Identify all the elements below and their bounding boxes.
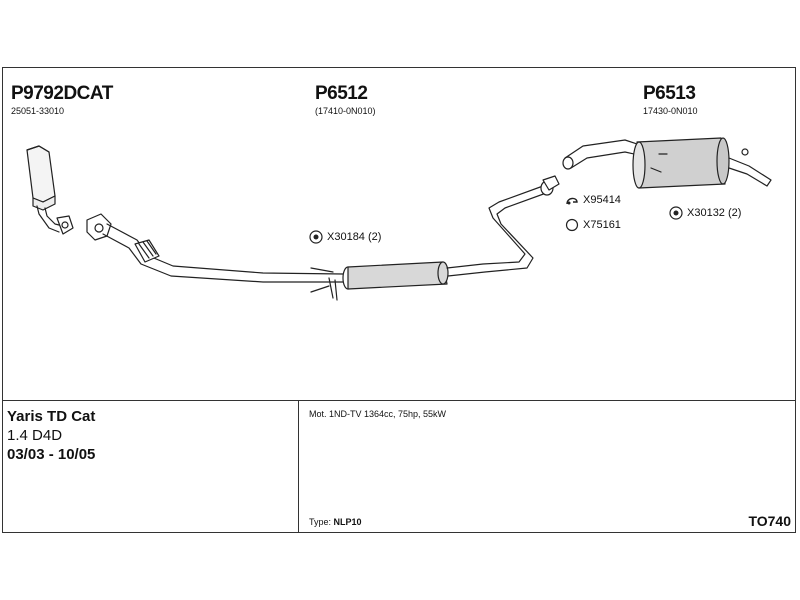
part-catalytic-converter: P9792DCAT 25051-33010 (11, 83, 113, 117)
catalytic-converter-part (26, 145, 74, 235)
part-centre-silencer: P6512 (17410-0N010) (315, 83, 376, 117)
vehicle-info: Yaris TD Cat 1.4 D4D 03/03 - 10/05 (3, 401, 299, 533)
hardware-x75161: X75161 (565, 218, 621, 232)
type-label: Type: (309, 517, 332, 527)
rubber-mount-icon (669, 206, 683, 220)
exhaust-system-drawing (26, 137, 772, 301)
rubber-mount-icon (309, 230, 323, 244)
centre-silencer-part (310, 175, 560, 301)
vehicle-details: Mot. 1ND-TV 1364cc, 75hp, 55kW Type: NLP… (299, 401, 795, 533)
hardware-label: X30132 (2) (687, 206, 742, 219)
motor-spec: Mot. 1ND-TV 1364cc, 75hp, 55kW (309, 409, 447, 419)
part-rear-silencer: P6513 17430-0N010 (643, 83, 698, 117)
front-pipe-part (86, 213, 344, 283)
vehicle-years: 03/03 - 10/05 (7, 446, 96, 463)
hardware-x30184: X30184 (2) (309, 230, 381, 244)
info-row: Yaris TD Cat 1.4 D4D 03/03 - 10/05 Mot. … (3, 400, 795, 533)
oem-number: 25051-33010 (11, 106, 65, 116)
oem-number: (17410-0N010) (315, 106, 376, 116)
vehicle-engine: 1.4 D4D (7, 427, 63, 444)
clamp-icon (566, 197, 578, 204)
exhaust-diagram: P9792DCAT 25051-33010 P6512 (17410-0N010… (3, 68, 797, 400)
hardware-label: X30184 (2) (327, 230, 382, 243)
rear-silencer-part (562, 137, 772, 189)
hardware-label: X75161 (583, 218, 621, 231)
oem-number: 17430-0N010 (643, 106, 698, 116)
type-row: Type: NLP10 (309, 517, 362, 527)
hardware-x95414: X95414 (565, 194, 621, 207)
type-value: NLP10 (333, 517, 362, 527)
part-number: P9792DCAT (11, 83, 113, 104)
hardware-x30132: X30132 (2) (669, 206, 741, 220)
part-number: P6512 (315, 83, 368, 104)
ring-icon (565, 218, 579, 232)
diagram-code: TO740 (748, 513, 791, 529)
hardware-label: X95414 (583, 194, 621, 206)
vehicle-model: Yaris TD Cat (7, 408, 96, 425)
part-number: P6513 (643, 83, 696, 104)
parts-sheet: P9792DCAT 25051-33010 P6512 (17410-0N010… (2, 67, 796, 533)
